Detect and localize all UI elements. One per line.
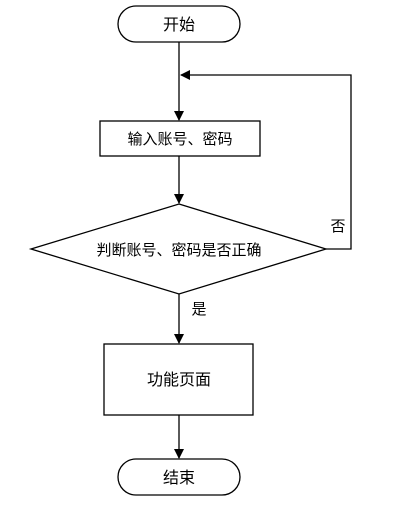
- end-node: 结束: [117, 458, 241, 496]
- edge-decision-no-loop: [180, 70, 352, 250]
- start-node: 开始: [117, 5, 241, 43]
- end-label: 结束: [163, 468, 195, 487]
- input-node: 输入账号、密码: [99, 120, 261, 157]
- decision-label: 判断账号、密码是否正确: [96, 241, 261, 259]
- function-page-node: 功能页面: [103, 343, 254, 416]
- edge-no-label: 否: [330, 217, 345, 235]
- edge-yes-label: 是: [191, 300, 206, 318]
- decision-node: 判断账号、密码是否正确: [28, 203, 329, 295]
- input-label: 输入账号、密码: [127, 130, 232, 148]
- start-label: 开始: [163, 15, 195, 34]
- function-page-label: 功能页面: [147, 370, 211, 389]
